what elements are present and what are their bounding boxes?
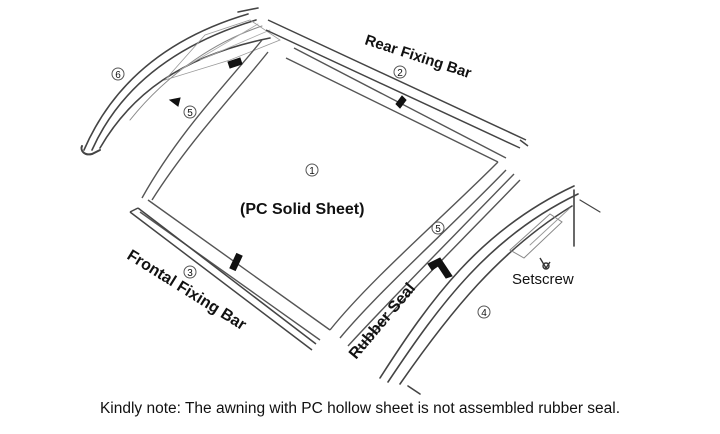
left-bracket xyxy=(80,7,281,156)
part-marker-4: 4 xyxy=(477,305,491,319)
setscrew-label: Setscrew xyxy=(512,271,574,288)
frontal-fixing-bar-label: Frontal Fixing Bar xyxy=(124,247,249,334)
fastener-bracket-left xyxy=(168,97,181,107)
pc-sheet-frame xyxy=(139,39,507,341)
part-marker-2: 2 xyxy=(393,65,407,79)
setscrew-detail xyxy=(539,257,551,270)
fastener-rear-left xyxy=(227,57,243,69)
part-marker-5a: 5 xyxy=(183,105,197,119)
pc-sheet-label: (PC Solid Sheet) xyxy=(240,201,364,218)
part-marker-6: 6 xyxy=(111,67,125,81)
part-number-3: 3 xyxy=(187,268,193,279)
part-number-markers: 1 2 3 4 5 5 6 xyxy=(111,65,491,319)
fastener-markers xyxy=(168,57,453,279)
right-bracket xyxy=(379,185,601,395)
part-number-6: 6 xyxy=(115,70,121,81)
part-marker-3: 3 xyxy=(183,265,197,279)
fastener-rear-right xyxy=(395,95,407,109)
part-number-5b: 5 xyxy=(435,224,441,235)
frontal-fixing-bar xyxy=(129,207,317,351)
seal-arrow xyxy=(427,257,453,279)
part-number-5a: 5 xyxy=(187,108,193,119)
fastener-front xyxy=(229,252,243,272)
part-marker-1: 1 xyxy=(305,163,319,177)
part-marker-5b: 5 xyxy=(431,221,445,235)
part-number-2: 2 xyxy=(397,68,403,79)
assembly-note: Kindly note: The awning with PC hollow s… xyxy=(99,400,621,417)
part-number-1: 1 xyxy=(309,166,315,177)
rubber-seal-strip xyxy=(347,173,521,353)
part-number-4: 4 xyxy=(481,308,487,319)
rear-fixing-bar xyxy=(265,19,529,149)
rear-fixing-bar-label: Rear Fixing Bar xyxy=(363,32,474,82)
